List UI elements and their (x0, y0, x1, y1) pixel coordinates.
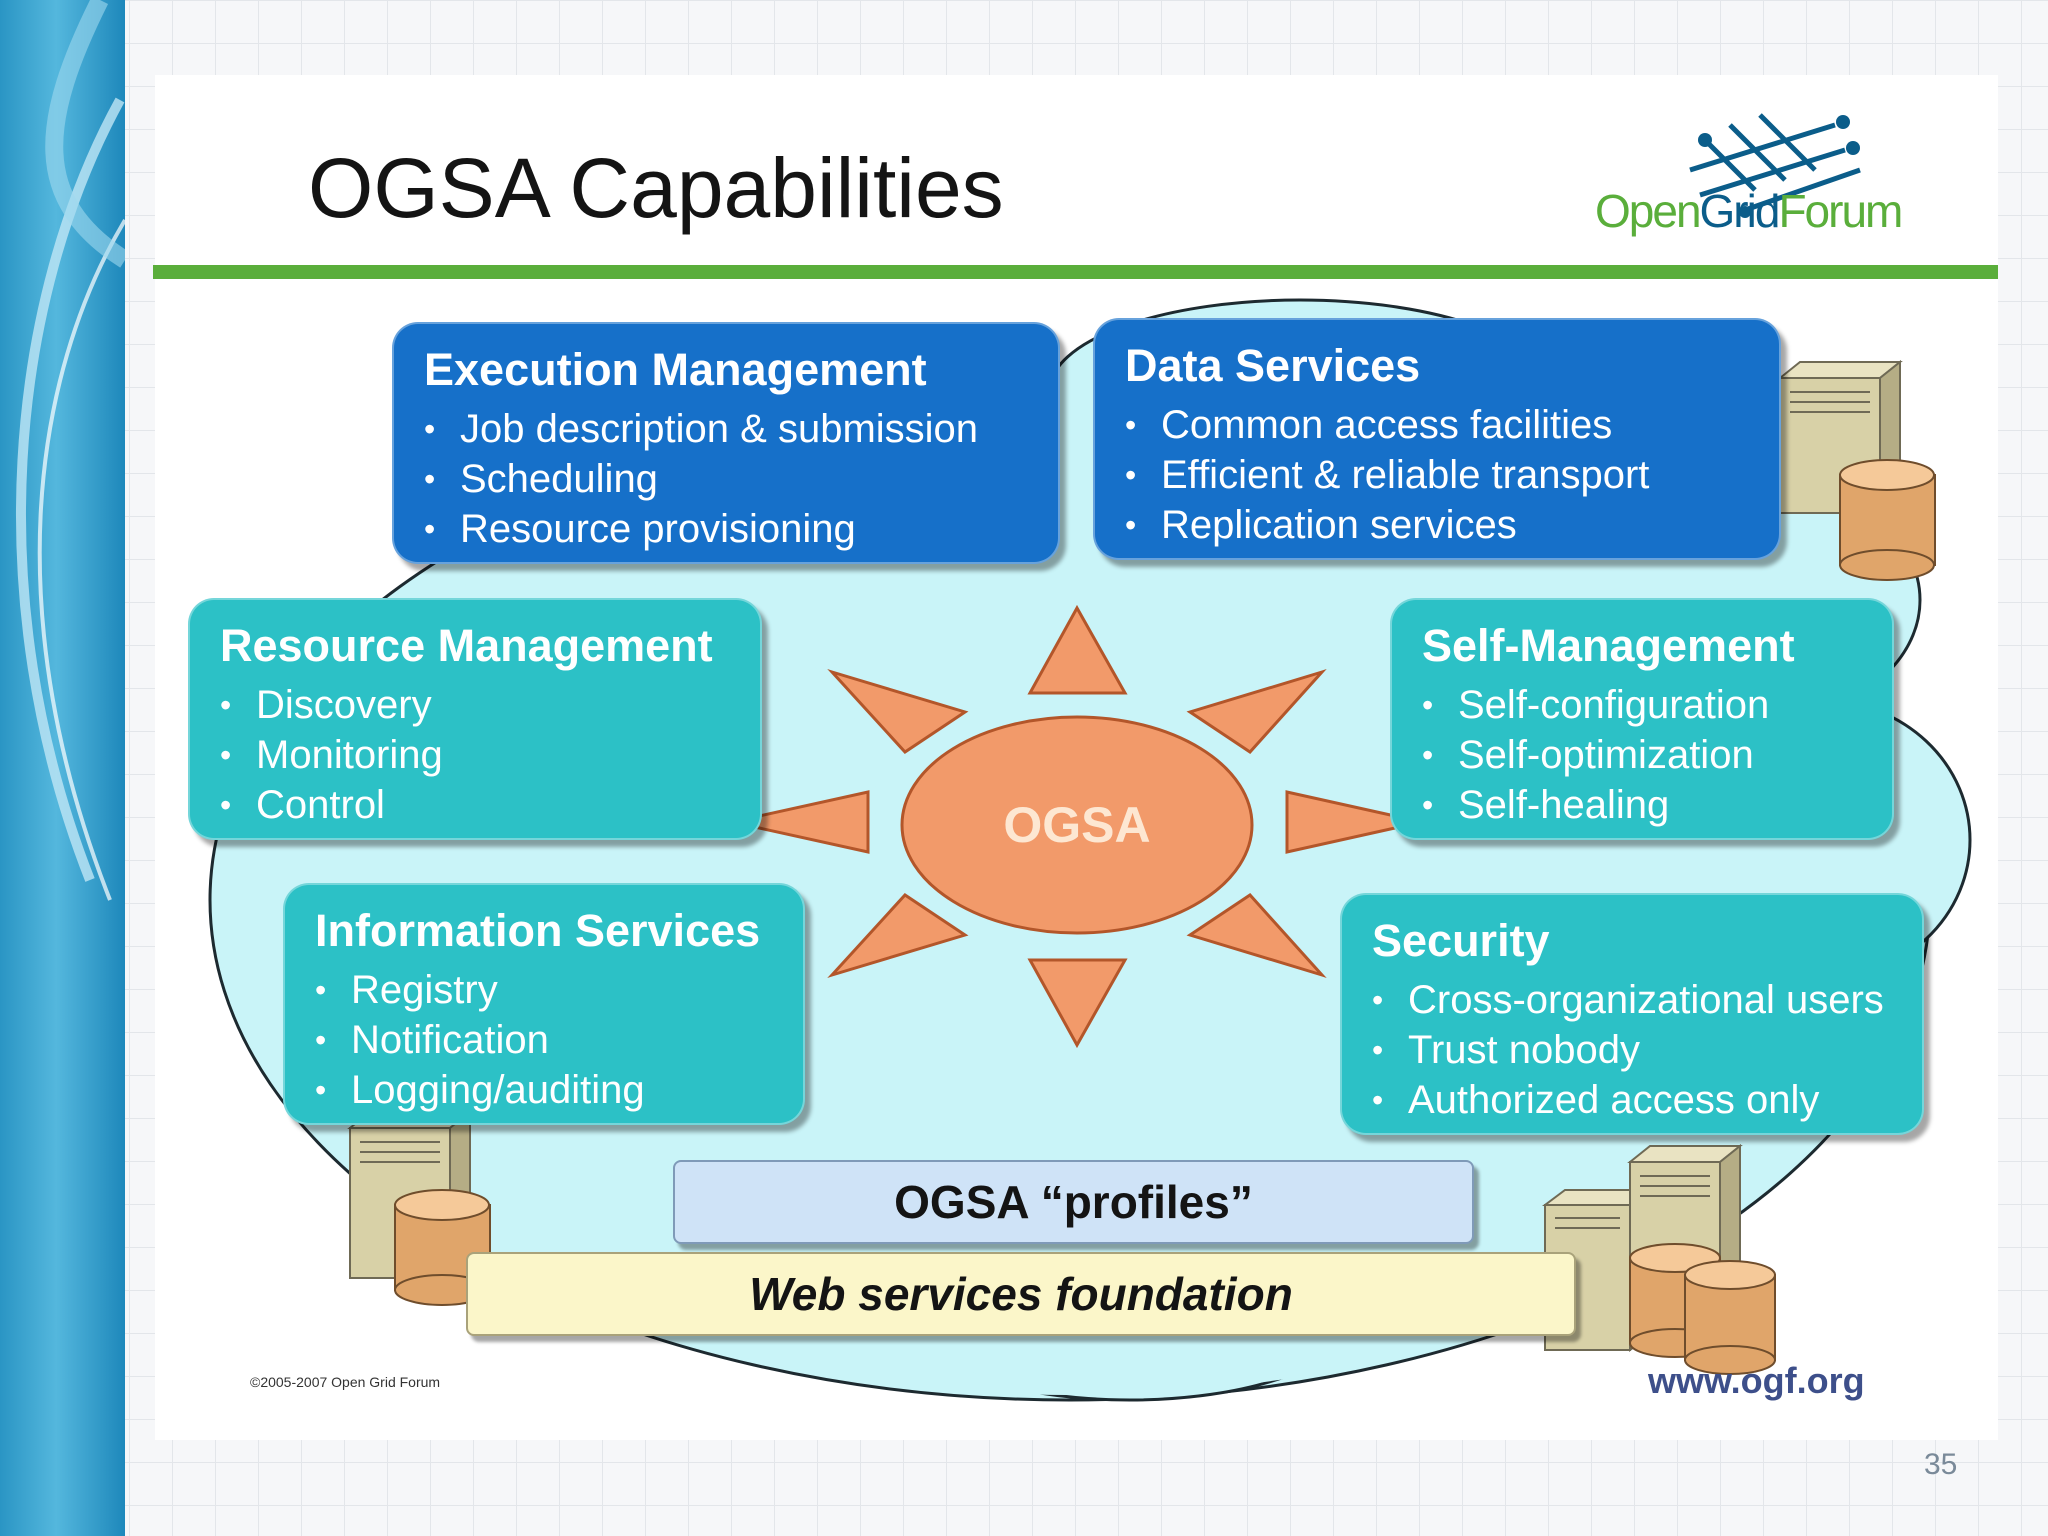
ogsa-center-ellipse (900, 715, 1254, 935)
logo-wordmark: OpenGridForum (1595, 185, 1903, 237)
title-divider (153, 265, 1998, 279)
list-item: Discovery (220, 680, 760, 730)
box-title: Execution Management (424, 344, 927, 395)
decorative-side-strip (0, 0, 125, 1536)
list-item: Control (220, 780, 760, 830)
list-item: Scheduling (424, 454, 1058, 504)
web-services-foundation-bar: Web services foundation (466, 1252, 1576, 1336)
list-item: Logging/auditing (315, 1065, 803, 1115)
website-url: www.ogf.org (1648, 1360, 1865, 1401)
capability-list: Cross-organizational users Trust nobody … (1372, 975, 1922, 1125)
list-item: Authorized access only (1372, 1075, 1922, 1125)
resource-management-box: Resource Management Discovery Monitoring… (188, 598, 762, 840)
database-icon (394, 1189, 491, 1306)
open-grid-forum-logo (1689, 113, 1861, 218)
list-item: Efficient & reliable transport (1125, 450, 1779, 500)
ogsa-center-label: OGSA (1003, 797, 1151, 853)
capability-list: Self-configuration Self-optimization Sel… (1422, 680, 1892, 830)
database-icon (1684, 1260, 1776, 1375)
box-title: Resource Management (220, 620, 713, 671)
data-services-box: Data Services Common access facilities E… (1093, 318, 1781, 560)
list-item: Monitoring (220, 730, 760, 780)
self-management-box: Self-Management Self-configuration Self-… (1390, 598, 1894, 840)
capability-list: Discovery Monitoring Control (220, 680, 760, 830)
list-item: Registry (315, 965, 803, 1015)
slide-title: OGSA Capabilities (308, 141, 1004, 235)
list-item: Trust nobody (1372, 1025, 1922, 1075)
box-title: Self-Management (1422, 620, 1795, 671)
capability-list: Job description & submission Scheduling … (424, 404, 1058, 554)
list-item: Resource provisioning (424, 504, 1058, 554)
box-title: Information Services (315, 905, 761, 956)
list-item: Self-configuration (1422, 680, 1892, 730)
information-services-box: Information Services Registry Notificati… (283, 883, 805, 1125)
list-item: Cross-organizational users (1372, 975, 1922, 1025)
ogsa-profiles-bar: OGSA “profiles” (673, 1160, 1474, 1244)
box-title: Data Services (1125, 340, 1421, 391)
capability-list: Common access facilities Efficient & rel… (1125, 400, 1779, 550)
box-title: Security (1372, 915, 1550, 966)
list-item: Job description & submission (424, 404, 1058, 454)
list-item: Replication services (1125, 500, 1779, 550)
list-item: Notification (315, 1015, 803, 1065)
execution-management-box: Execution Management Job description & s… (392, 322, 1060, 564)
capability-list: Registry Notification Logging/auditing (315, 965, 803, 1115)
page-number: 35 (1924, 1448, 1958, 1481)
copyright-notice: ©2005-2007 Open Grid Forum (250, 1374, 441, 1390)
list-item: Self-healing (1422, 780, 1892, 830)
sun-rays (731, 604, 1423, 1049)
security-box: Security Cross-organizational users Trus… (1340, 893, 1924, 1135)
list-item: Common access facilities (1125, 400, 1779, 450)
database-icon (1839, 459, 1936, 581)
list-item: Self-optimization (1422, 730, 1892, 780)
